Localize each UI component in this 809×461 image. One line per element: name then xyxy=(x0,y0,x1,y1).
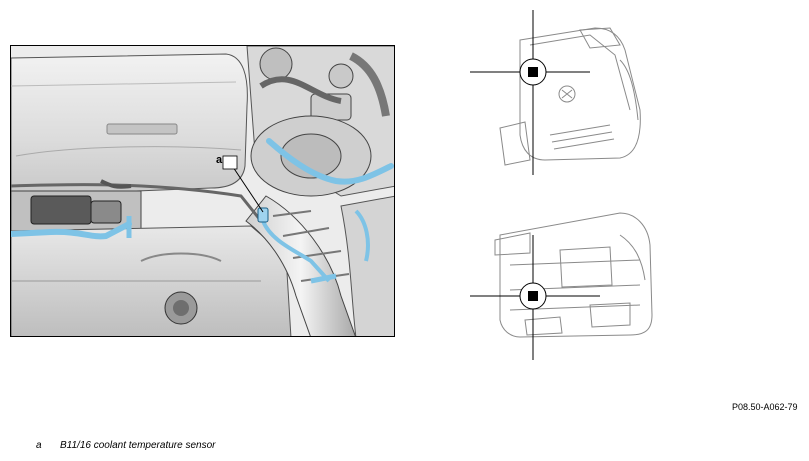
engine-cover-logo-icon xyxy=(106,123,178,135)
coolant-hose-left xyxy=(11,221,132,240)
locator-top-view xyxy=(470,10,645,175)
coolant-temperature-sensor xyxy=(257,207,269,223)
legend: a B11/16 coolant temperature sensor xyxy=(36,440,215,451)
coolant-hose-upper xyxy=(266,138,394,185)
legend-description: B11/16 coolant temperature sensor xyxy=(60,440,216,451)
callout-leader-line xyxy=(232,166,264,213)
callout-label-a: a xyxy=(216,154,223,166)
engine-illustration: a xyxy=(10,45,395,337)
locator-side-view xyxy=(470,205,655,360)
coolant-hose-middle xyxy=(261,220,331,283)
legend-key: a xyxy=(36,440,42,451)
engine-drawing xyxy=(11,46,394,336)
figure-code: P08.50-A062-79 xyxy=(732,402,798,412)
